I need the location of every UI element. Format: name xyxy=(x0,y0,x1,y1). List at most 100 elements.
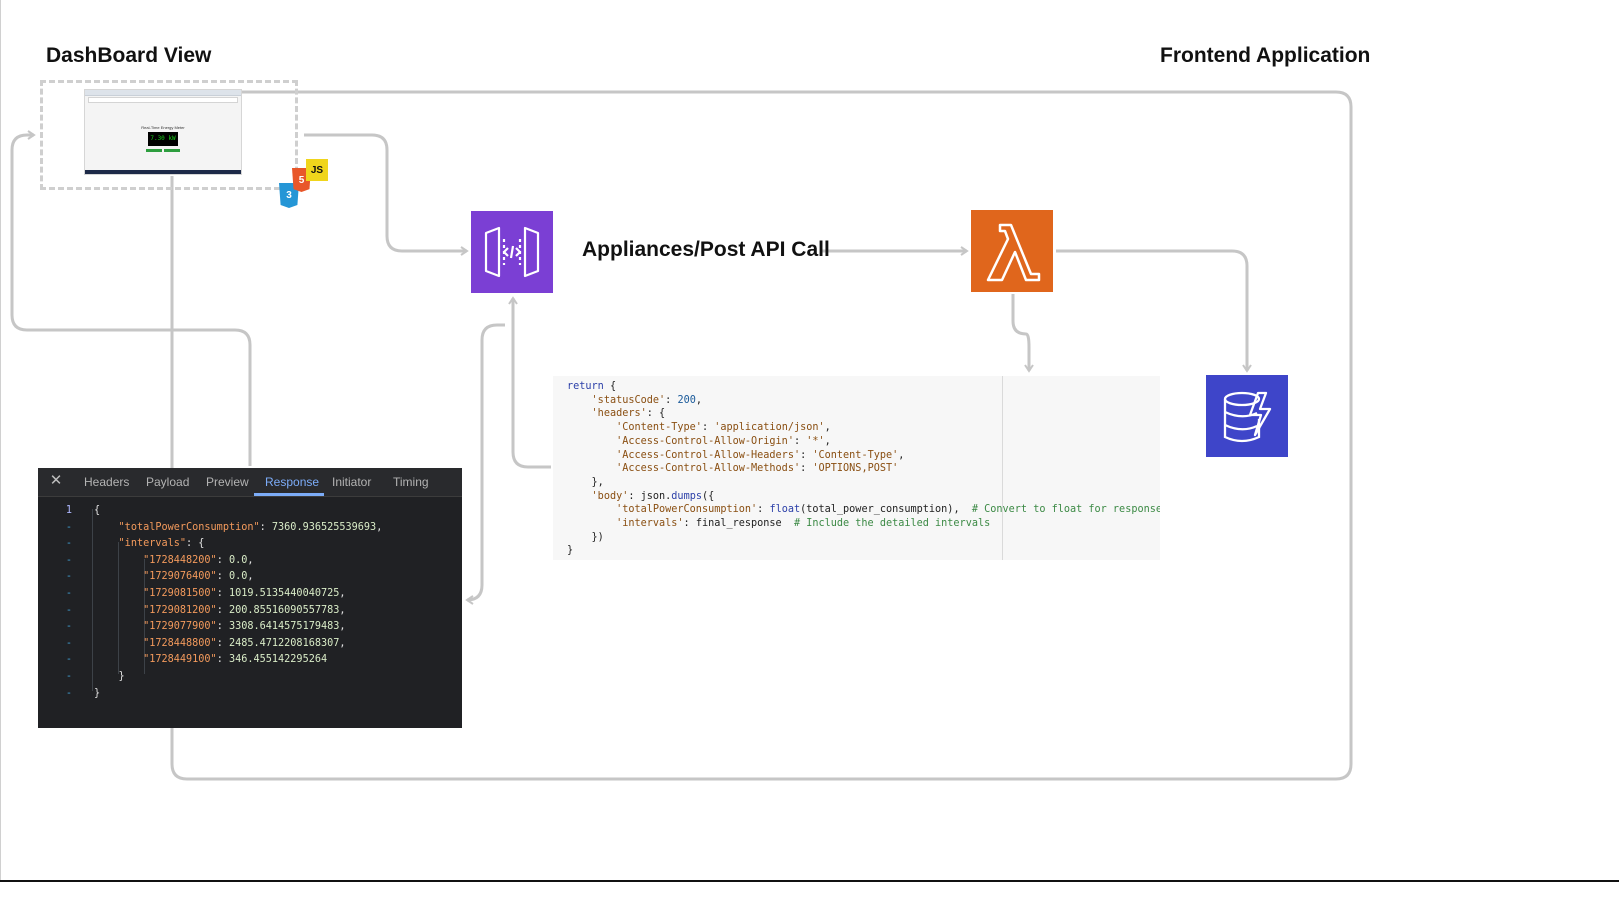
close-icon[interactable]: ✕ xyxy=(49,472,63,489)
code-line: 'intervals': final_response # Include th… xyxy=(567,517,1160,531)
javascript-icon: JS xyxy=(306,159,328,181)
code-token: "1728449100" xyxy=(143,654,217,666)
code-token: 'OPTIONS,POST' xyxy=(812,463,899,475)
code-token: : xyxy=(216,621,229,633)
code-token xyxy=(567,422,616,433)
indent-guide xyxy=(144,559,145,674)
code-token xyxy=(567,491,592,502)
code-ruler xyxy=(1002,376,1003,560)
indent-guide xyxy=(92,509,93,691)
line-number: - xyxy=(65,604,73,616)
line-number: - xyxy=(65,538,73,550)
json-line: "1729081500": 1019.5135440040725, xyxy=(94,586,382,603)
code-lines: return { 'statusCode': 200, 'headers': {… xyxy=(567,380,1160,558)
code-token: return xyxy=(567,381,604,392)
code-token: : xyxy=(800,463,813,475)
code-line: 'Access-Control-Allow-Methods': 'OPTIONS… xyxy=(567,462,1160,476)
line-number-gutter: 1 - - - - - - - - - - - xyxy=(54,503,84,702)
code-token: : { xyxy=(646,408,666,420)
indent-guide xyxy=(118,542,119,674)
code-token: , xyxy=(695,394,702,406)
code-token: "1729076400" xyxy=(143,571,217,583)
code-token xyxy=(94,522,119,533)
code-token: : xyxy=(757,504,770,516)
line-number: - xyxy=(65,554,73,566)
code-token: 'application/json' xyxy=(714,422,825,434)
dashboard-preview-title: Real-Time Energy Meter xyxy=(141,125,185,130)
code-token: 'Content-Type' xyxy=(812,449,899,461)
lambda-to-dynamodb-arrow xyxy=(1056,249,1252,373)
code-token: 1019.5135440040725 xyxy=(228,587,340,599)
code-token: 'body' xyxy=(591,490,629,502)
tab-initiator[interactable]: Initiator xyxy=(332,475,372,489)
code-token: "1729081200" xyxy=(143,604,217,616)
mini-taskbar xyxy=(85,170,241,174)
response-json[interactable]: { "totalPowerConsumption": 7360.93652553… xyxy=(94,503,382,702)
code-line: } xyxy=(567,544,1160,558)
bottom-bar xyxy=(0,880,1619,912)
mini-browser-tabs xyxy=(85,90,241,96)
code-token: 346.455142295264 xyxy=(228,654,328,666)
json-line: "1729081200": 200.85516090557783, xyxy=(94,603,382,620)
code-token: (total_power_consumption), xyxy=(800,504,972,516)
code-line: 'body': json.dumps({ xyxy=(567,490,1160,504)
code-token: float xyxy=(769,504,801,516)
code-line: 'Access-Control-Allow-Origin': '*', xyxy=(567,435,1160,449)
dashboard-to-api-gateway-arrow xyxy=(304,133,469,256)
devtools-tab-bar: ✕ Headers Payload Preview Response Initi… xyxy=(38,468,462,497)
code-token: } xyxy=(94,670,125,682)
code-token xyxy=(94,571,143,582)
code-token: 'statusCode' xyxy=(591,394,666,406)
frontend-application-boundary xyxy=(170,90,1353,781)
code-token: 'totalPowerConsumption' xyxy=(616,504,758,516)
code-token: , xyxy=(898,449,905,461)
dashboard-preview-buttons xyxy=(85,149,241,152)
tab-preview[interactable]: Preview xyxy=(206,475,249,489)
code-token: : xyxy=(216,571,229,583)
code-token: , xyxy=(247,554,254,566)
code-line: 'statusCode': 200, xyxy=(567,394,1160,408)
code-token xyxy=(94,654,143,665)
line-number: - xyxy=(65,521,73,533)
lambda-icon[interactable] xyxy=(971,210,1053,292)
code-token: : xyxy=(800,449,813,461)
code-token: : xyxy=(216,554,229,566)
lambda-to-code-arrow xyxy=(1011,294,1034,373)
code-token: , xyxy=(247,571,254,583)
code-token: 7360.936525539693 xyxy=(271,521,377,533)
code-token: , xyxy=(824,435,831,447)
code-token: , xyxy=(339,637,346,649)
code-line: 'headers': { xyxy=(567,407,1160,421)
code-token xyxy=(94,555,143,566)
code-token: , xyxy=(339,587,346,599)
code-token: }) xyxy=(567,531,604,543)
code-to-api-gateway-arrow xyxy=(508,296,551,469)
code-token: 200 xyxy=(677,394,696,406)
code-token: "totalPowerConsumption" xyxy=(118,521,260,533)
mini-address-bar xyxy=(88,97,238,103)
json-line: } xyxy=(94,686,382,703)
code-token xyxy=(567,408,592,419)
code-token: "1728448200" xyxy=(143,554,217,566)
dashboard-screenshot[interactable]: Real-Time Energy Meter 7.30 kW xyxy=(84,89,242,175)
dynamodb-icon[interactable] xyxy=(1206,375,1288,457)
canvas-left-edge xyxy=(0,0,1,880)
line-number: - xyxy=(65,587,73,599)
tab-timing[interactable]: Timing xyxy=(393,475,429,489)
code-token: : xyxy=(216,587,229,599)
api-gateway-icon[interactable] xyxy=(471,211,553,293)
tab-payload[interactable]: Payload xyxy=(146,475,190,489)
active-tab-indicator xyxy=(254,493,324,496)
code-token: ({ xyxy=(701,490,715,502)
json-line: "1729077900": 3308.6414575179483, xyxy=(94,619,382,636)
code-token: , xyxy=(376,521,383,533)
tab-response[interactable]: Response xyxy=(265,475,320,489)
code-token xyxy=(567,450,616,461)
code-token: 'Access-Control-Allow-Headers' xyxy=(616,449,801,461)
lambda-return-code: return { 'statusCode': 200, 'headers': {… xyxy=(553,376,1160,560)
tab-headers[interactable]: Headers xyxy=(84,475,130,489)
code-token: 0.0 xyxy=(228,554,248,566)
json-line: "intervals": { xyxy=(94,536,382,553)
code-token: 2485.4712208168307 xyxy=(228,637,340,649)
